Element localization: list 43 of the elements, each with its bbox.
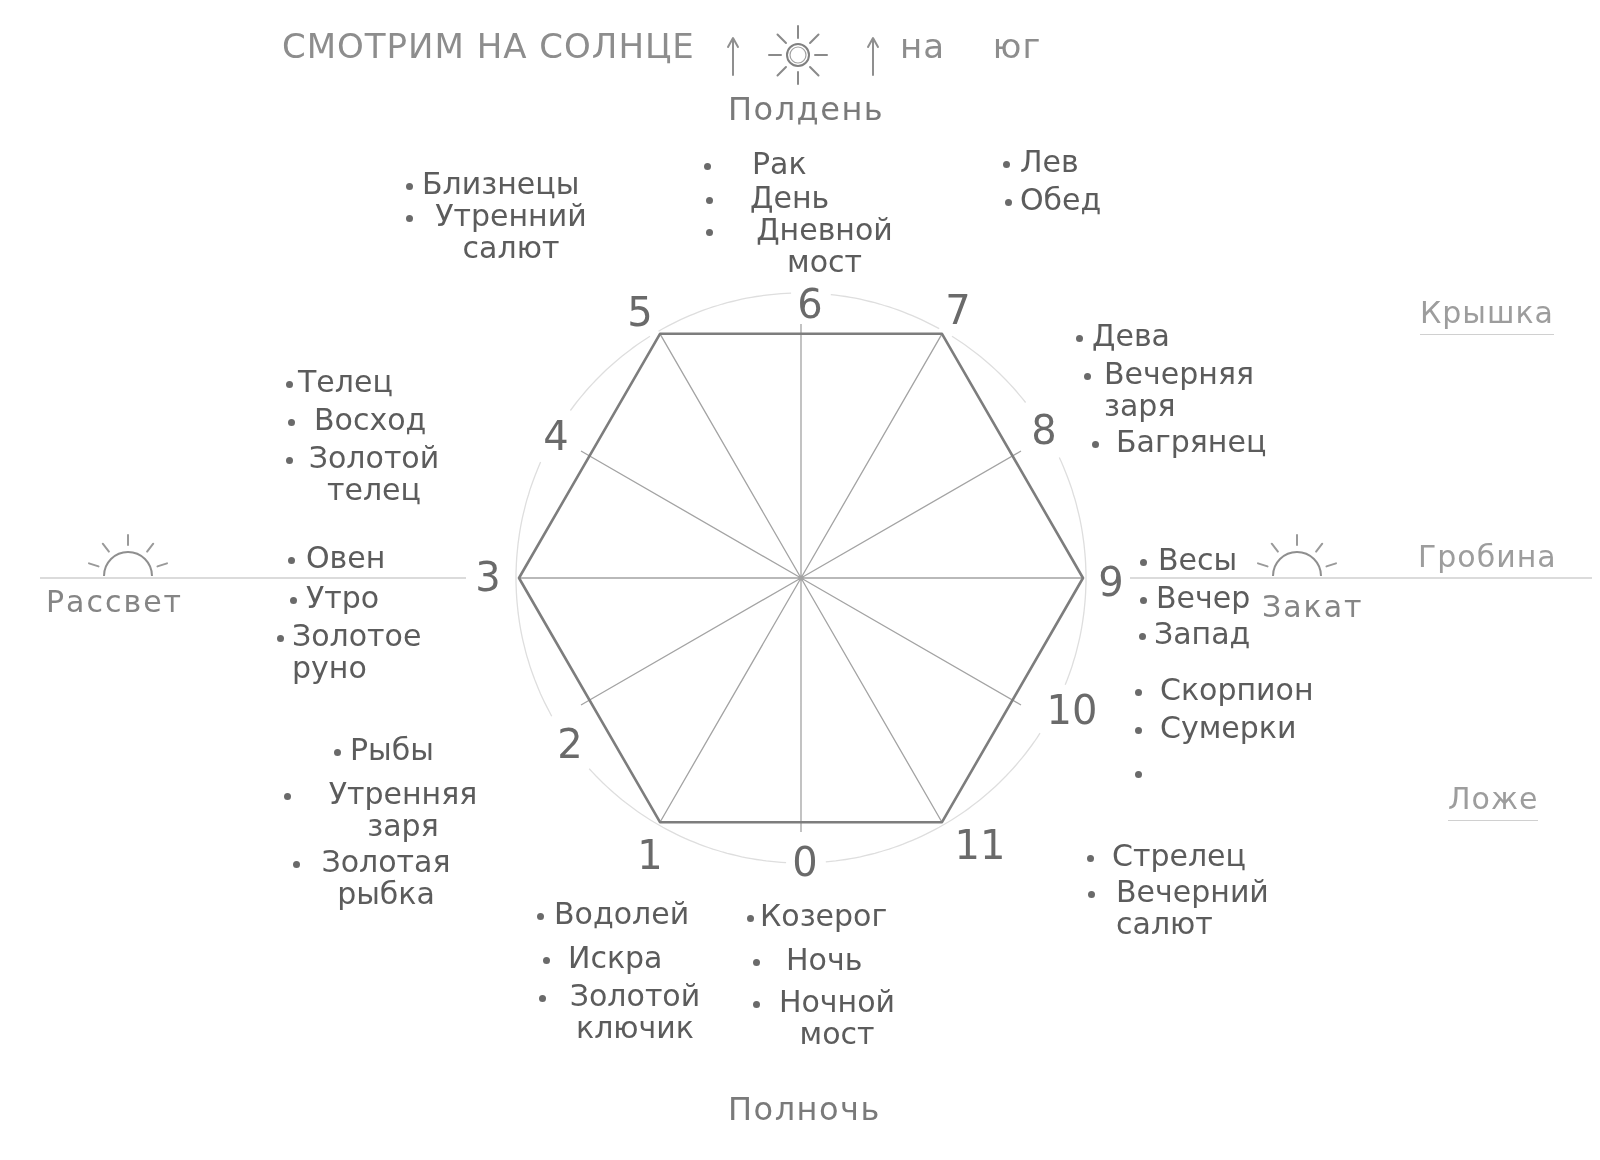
side-label: Гробина — [1418, 540, 1557, 574]
time-label: Полдень — [728, 90, 885, 128]
callout-number: 3 — [475, 557, 501, 597]
list-item-text: Козерог — [760, 900, 888, 932]
list-item-text: Искра — [568, 942, 663, 974]
list-item-text: Золотое руно — [292, 620, 423, 684]
list-item-text: Утро — [306, 582, 380, 614]
list-item-text: Восход — [314, 404, 427, 436]
list-item-text: Вечерний салют — [1116, 876, 1270, 940]
sun-label: Рассвет — [46, 585, 184, 619]
list-item-text: Вечер — [1156, 582, 1251, 614]
list-item-text: Рыбы — [350, 734, 434, 766]
list-item-text: День — [750, 182, 830, 214]
list-item-text: Сумерки — [1160, 712, 1297, 744]
list-item-text: Рак — [752, 148, 807, 180]
list-item-text: Водолей — [554, 898, 690, 930]
list-item-text: Овен — [306, 542, 386, 574]
list-item-text: Стрелец — [1112, 840, 1246, 872]
time-label: Полночь — [728, 1090, 881, 1128]
list-item-text: Телец — [298, 366, 393, 398]
list-item-text: Вечерняя заря — [1104, 358, 1255, 422]
list-item-text: Багрянец — [1116, 426, 1267, 458]
list-item-text: Золотой ключик — [568, 980, 702, 1044]
list-item-text: Дева — [1092, 320, 1170, 352]
list-item-text: Близнецы — [422, 168, 580, 200]
list-item-text: Ночь — [786, 944, 863, 976]
list-item-text: Ночной мост — [777, 986, 897, 1050]
list-item-text: Золотой телец — [307, 442, 441, 506]
list-item-text: Утренняя заря — [327, 778, 479, 842]
callout-number: 9 — [1098, 562, 1124, 602]
heading-text: на юг — [900, 26, 1042, 66]
sun-label: Закат — [1262, 590, 1364, 624]
list-item-text: Лев — [1020, 146, 1079, 178]
list-item-text: Скорпион — [1160, 674, 1314, 706]
list-item-text: Золотая рыбка — [320, 846, 452, 910]
list-item-text: Запад — [1154, 618, 1251, 650]
list-item-text: Утренний салют — [435, 200, 588, 264]
side-label: Ложе — [1448, 782, 1539, 821]
side-label: Крышка — [1420, 296, 1554, 335]
list-item-text: Дневной мост — [756, 214, 894, 278]
heading-text: СМОТРИМ НА СОЛНЦЕ — [282, 26, 695, 66]
list-item-text: Весы — [1158, 544, 1238, 576]
list-item-text: Обед — [1020, 184, 1102, 216]
